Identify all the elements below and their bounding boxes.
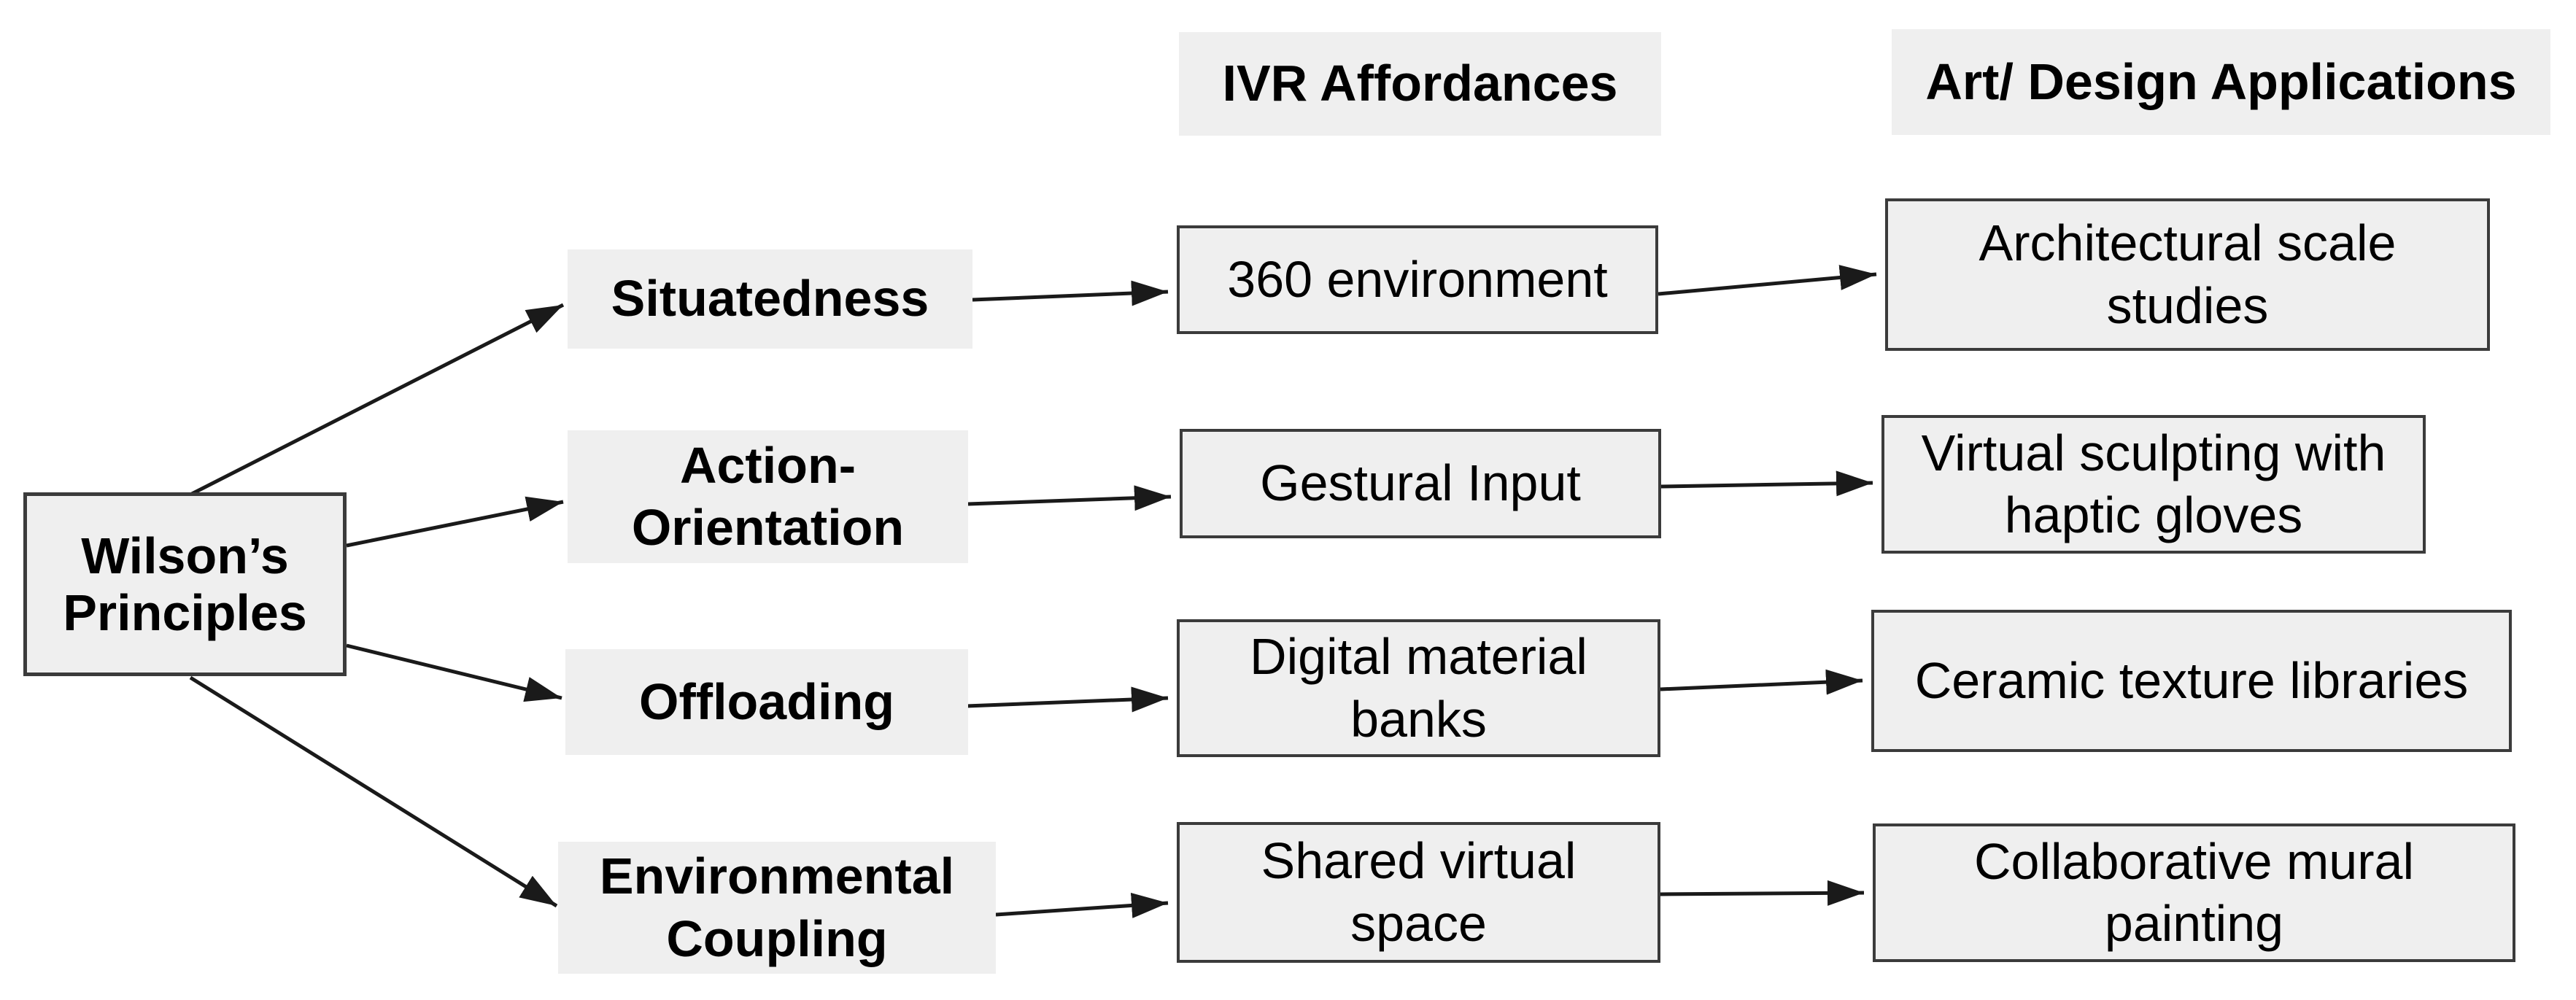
principle-text: Environmental Coupling (599, 848, 955, 967)
application-box-architectural-scale-studies: Architectural scale studies (1885, 198, 2490, 351)
arrow-root-to-situatedness (190, 303, 565, 496)
arrow-root-to-environmental-coupling (189, 675, 558, 908)
arrow-offloading-to-digital-material-banks (966, 686, 1169, 713)
arrow-360-environment-to-architectural-scale-studies (1658, 265, 1877, 296)
affordance-text: Gestural Input (1260, 454, 1581, 512)
arrow-root-to-offloading (346, 643, 562, 702)
principle-label-environmental-coupling: Environmental Coupling (558, 842, 996, 974)
affordance-box-digital-material-banks: Digital material banks (1177, 619, 1660, 757)
affordances-column-header: IVR Affordances (1179, 32, 1661, 136)
arrow-action-orientation-to-gestural-input (967, 485, 1172, 511)
principle-label-action-orientation: Action-Orientation (568, 430, 968, 563)
arrow-root-to-action-orientation (346, 496, 564, 548)
principle-text: Offloading (639, 673, 894, 730)
affordance-text: Shared virtual space (1261, 832, 1577, 952)
application-text: Collaborative mural painting (1973, 832, 2415, 952)
applications-header-text: Art/ Design Applications (1925, 53, 2517, 110)
principle-text: Situatedness (611, 270, 929, 327)
wilsons-principles-root-box: Wilson’s Principles (23, 492, 347, 676)
principle-label-situatedness: Situatedness (568, 249, 972, 349)
affordances-header-text: IVR Affordances (1222, 55, 1618, 112)
application-box-virtual-sculpting: Virtual sculpting with haptic gloves (1881, 415, 2426, 554)
affordance-text: Digital material banks (1250, 628, 1587, 748)
principle-text: Action-Orientation (631, 436, 905, 556)
affordance-box-360-environment: 360 environment (1177, 225, 1658, 334)
arrow-environmental-coupling-to-shared-virtual-space (995, 892, 1169, 918)
application-text: Architectural scale studies (1979, 214, 2397, 334)
root-box-text: Wilson’s Principles (63, 527, 307, 641)
arrow-situatedness-to-360-environment (972, 280, 1169, 306)
application-box-collaborative-mural-painting: Collaborative mural painting (1873, 823, 2515, 962)
affordance-text: 360 environment (1227, 250, 1608, 308)
applications-column-header: Art/ Design Applications (1892, 29, 2550, 135)
application-text: Virtual sculpting with haptic gloves (1921, 424, 2386, 543)
application-text: Ceramic texture libraries (1914, 651, 2469, 709)
arrow-gestural-input-to-virtual-sculpting (1660, 470, 1873, 497)
affordance-box-gestural-input: Gestural Input (1180, 429, 1661, 538)
arrow-digital-material-banks-to-ceramic-texture-libraries (1660, 669, 1863, 695)
affordance-box-shared-virtual-space: Shared virtual space (1177, 822, 1660, 963)
principle-label-offloading: Offloading (565, 649, 968, 755)
application-box-ceramic-texture-libraries: Ceramic texture libraries (1871, 610, 2512, 752)
arrow-shared-virtual-space-to-collaborative-mural-painting (1660, 880, 1865, 906)
